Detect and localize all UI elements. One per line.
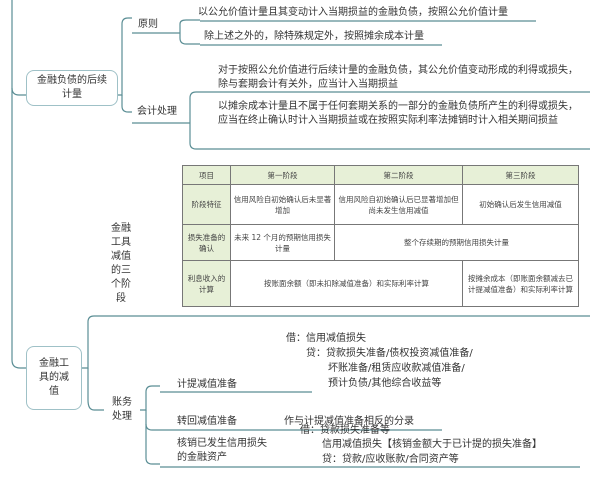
branch-principle: 原则 bbox=[138, 19, 158, 30]
provision-credit-3: 预计负债/其他综合收益等 bbox=[328, 378, 442, 389]
table-cell: 利息收入的计算 bbox=[182, 260, 231, 307]
table-cell: 按摊余成本（即账面余额减去已计提减值准备）和实际利率计算 bbox=[462, 260, 579, 307]
provision-label: 计提减值准备 bbox=[177, 379, 237, 390]
table-row: 阶段特征 信用风险自初始确认后未显著增加 信用风险自初始确认后已显著增加但尚未发… bbox=[182, 184, 579, 225]
reversal-label: 转回减值准备 bbox=[177, 416, 237, 427]
table-header: 第一阶段 bbox=[230, 165, 335, 185]
writeoff-debit: 借：贷款损失准备等 bbox=[300, 425, 390, 436]
provision-debit: 借：信用减值损失 bbox=[286, 333, 366, 344]
table-header-row: 项目 第一阶段 第二阶段 第三阶段 bbox=[182, 165, 579, 185]
table-cell: 信用风险自初始确认后未显著增加 bbox=[230, 184, 335, 225]
branch-accounting: 会计处理 bbox=[137, 106, 177, 117]
table-cell: 损失准备的确认 bbox=[182, 224, 231, 261]
table-row: 损失准备的确认 未来 12 个月的预期信用损失计量 整个存续期的预期信用损失计量 bbox=[182, 224, 579, 261]
table-header: 项目 bbox=[182, 165, 231, 185]
table-cell: 按账面余额（即未扣除减值准备）和实际利率计算 bbox=[230, 260, 463, 307]
provision-credit-2: 坏账准备/租赁应收款减值准备/ bbox=[328, 363, 465, 374]
root-node-label: 金融负债的后续计量 bbox=[37, 75, 107, 100]
stages-table: 项目 第一阶段 第二阶段 第三阶段 阶段特征 信用风险自初始确认后未显著增加 信… bbox=[182, 165, 579, 307]
branch-accounting-entries: 账务处理 bbox=[112, 397, 132, 422]
root-node-impairment: 金融工具的减值 bbox=[26, 346, 82, 410]
reversal-text: 作与计提减值准备相反的分录 bbox=[284, 416, 414, 427]
table-row: 利息收入的计算 按账面余额（即未扣除减值准备）和实际利率计算 按摊余成本（即账面… bbox=[182, 260, 579, 307]
provision-credit-1: 贷：贷款损失准备/债权投资减值准备/ bbox=[306, 348, 473, 359]
accounting-item-2: 以摊余成本计量且不属于任何套期关系的一部分的金融负债所产生的利得或损失，应当在终… bbox=[218, 101, 578, 126]
principle-item-2: 除上述之外的，除特殊规定外，按照摊余成本计量 bbox=[204, 31, 424, 42]
writeoff-debit-2: 信用减值损失【核销金额大于已计提的损失准备】 bbox=[322, 439, 542, 450]
table-cell: 整个存续期的预期信用损失计量 bbox=[334, 224, 579, 261]
table-cell: 未来 12 个月的预期信用损失计量 bbox=[230, 224, 335, 261]
root-node-financial-liability: 金融负债的后续计量 bbox=[26, 70, 118, 106]
table-cell: 初始确认后发生信用减值 bbox=[462, 184, 579, 225]
principle-item-1: 以公允价值计量且其变动计入当期损益的金融负债，按照公允价值计量 bbox=[198, 7, 508, 18]
accounting-item-1: 对于按照公允价值进行后续计量的金融负债，其公允价值变动形成的利得或损失，除与套期… bbox=[218, 65, 578, 90]
table-header: 第二阶段 bbox=[334, 165, 463, 185]
writeoff-label: 核销已发生信用损失的金融资产 bbox=[177, 438, 267, 463]
table-cell: 信用风险自初始确认后已显著增加但尚未发生信用减值 bbox=[334, 184, 463, 225]
root-node-label: 金融工具的减值 bbox=[39, 358, 69, 397]
table-header: 第三阶段 bbox=[462, 165, 579, 185]
branch-three-stages: 金融工具减值的三个阶段 bbox=[111, 223, 131, 304]
writeoff-credit: 贷：贷款/应收账款/合同资产等 bbox=[322, 454, 459, 465]
table-cell: 阶段特征 bbox=[182, 184, 231, 225]
